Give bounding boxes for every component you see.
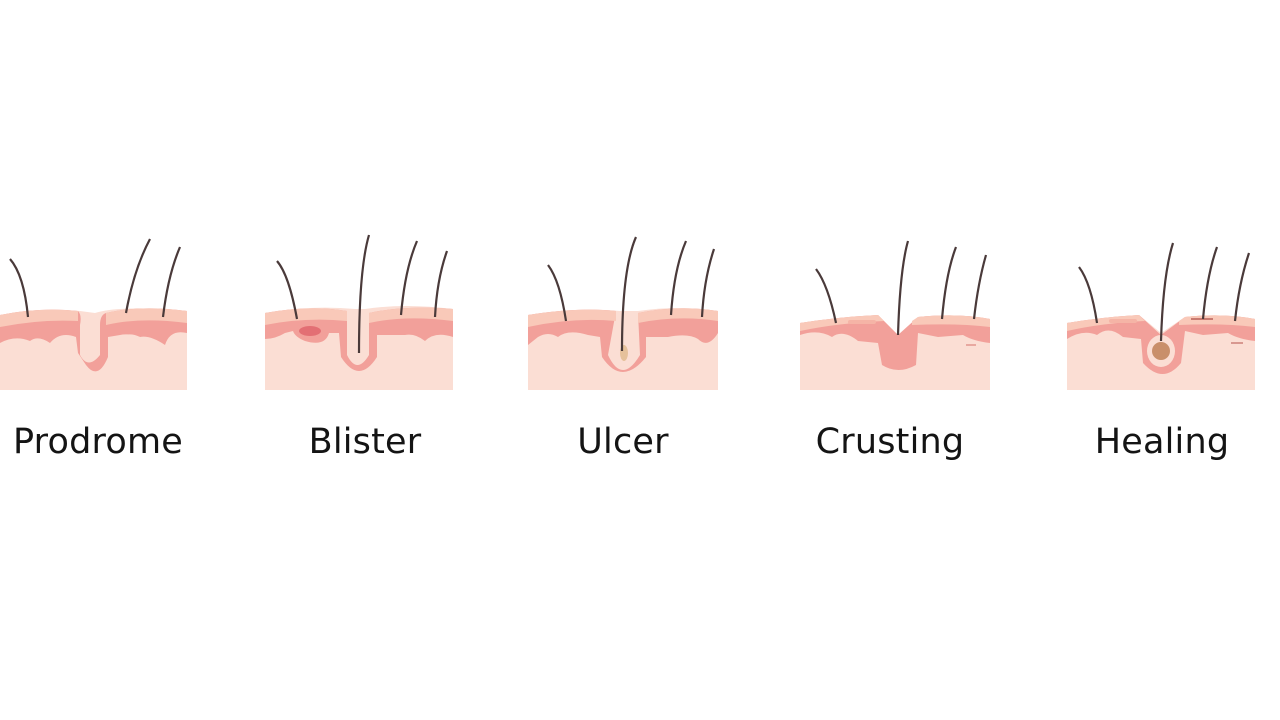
stage-label-blister: Blister — [308, 422, 422, 462]
stage-ulcer-illustration — [528, 225, 728, 395]
stage-blister-illustration — [265, 225, 465, 395]
stage-prodrome-illustration — [0, 225, 200, 395]
skin-cross-section-ulcer-icon — [528, 236, 718, 390]
stage-label-ulcer: Ulcer — [577, 422, 669, 462]
stage-label-healing: Healing — [1094, 422, 1230, 462]
skin-cross-section-healing-icon — [1067, 242, 1255, 390]
stage-crusting-illustration — [798, 225, 998, 395]
stage-label-prodrome: Prodrome — [12, 422, 183, 462]
stage-healing-illustration — [1063, 225, 1263, 395]
skin-cross-section-intact-icon — [0, 238, 187, 390]
skin-cross-section-blister-icon — [265, 234, 453, 390]
skin-cross-section-crust-icon — [800, 240, 990, 390]
stage-label-crusting: Crusting — [815, 422, 965, 462]
